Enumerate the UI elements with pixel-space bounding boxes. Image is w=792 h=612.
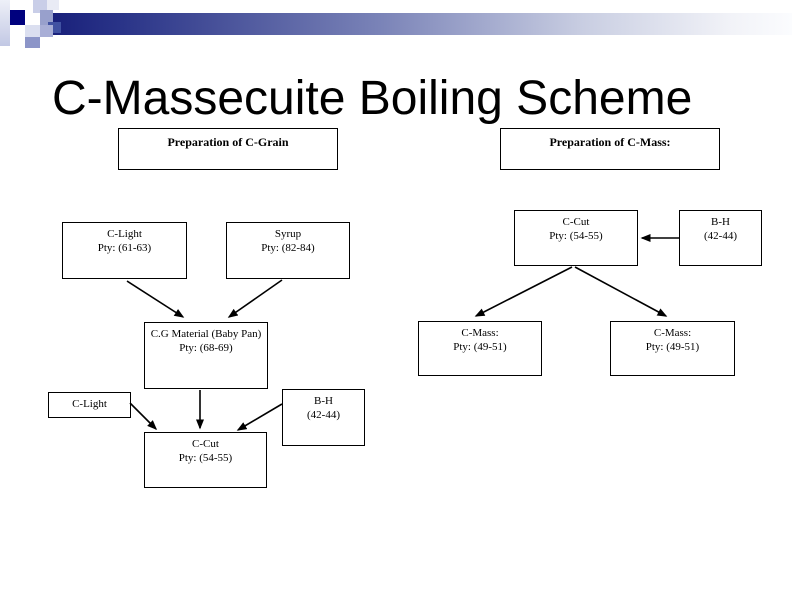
box-label: C-Mass:	[461, 327, 499, 339]
box-sublabel: Pty: (61-63)	[97, 242, 152, 254]
box-label: C.G Material (Baby Pan)	[150, 328, 262, 340]
box-sublabel: (42-44)	[307, 409, 340, 421]
box-bh-right: B-H (42-44)	[679, 210, 762, 266]
box-c-light-bottom: C-Light	[48, 392, 131, 418]
box-label: B-H	[314, 395, 333, 407]
deco-square	[48, 22, 61, 33]
box-c-light-top: C-Light Pty: (61-63)	[62, 222, 187, 279]
deco-banner-bar	[48, 13, 792, 35]
box-label: Preparation of C-Mass:	[549, 135, 671, 149]
box-label: C-Light	[107, 228, 142, 240]
arrow-ccut-to-cmass-left	[474, 266, 573, 317]
box-label: Syrup	[274, 228, 302, 240]
arrow-syrup-to-cgmaterial	[227, 279, 283, 318]
box-bh-bottom: B-H (42-44)	[282, 389, 365, 446]
box-sublabel: Pty: (54-55)	[549, 230, 603, 242]
arrow-ccut-to-cmass-right	[574, 266, 668, 317]
slide-title: C-Massecuite Boiling Scheme	[52, 72, 693, 125]
box-label: B-H	[711, 216, 730, 228]
box-prep-c-grain: Preparation of C-Grain	[118, 128, 338, 170]
box-label: Preparation of C-Grain	[167, 135, 289, 149]
box-sublabel: Pty: (54-55)	[178, 452, 233, 464]
box-c-cut-right: C-Cut Pty: (54-55)	[514, 210, 638, 266]
arrow-bh-bottom-to-ccut-bottom	[236, 403, 283, 431]
arrow-clight-bottom-to-ccut-bottom	[129, 402, 158, 431]
deco-square	[33, 0, 47, 13]
box-c-cut-bottom: C-Cut Pty: (54-55)	[144, 432, 267, 488]
box-cg-material: C.G Material (Baby Pan) Pty: (68-69)	[144, 322, 268, 389]
deco-left-strip	[0, 0, 10, 46]
deco-square	[40, 10, 53, 25]
deco-square	[25, 37, 40, 48]
box-sublabel: Pty: (82-84)	[261, 242, 315, 254]
deco-square	[40, 25, 53, 37]
box-prep-c-mass: Preparation of C-Mass:	[500, 128, 720, 170]
box-sublabel: Pty: (49-51)	[453, 341, 507, 353]
box-label: C-Mass:	[653, 327, 692, 339]
deco-square	[10, 10, 25, 25]
box-c-mass-left: C-Mass: Pty: (49-51)	[418, 321, 542, 376]
box-syrup: Syrup Pty: (82-84)	[226, 222, 350, 279]
deco-square	[47, 0, 59, 10]
box-label: C-Light	[72, 398, 107, 410]
deco-square	[25, 25, 40, 37]
box-sublabel: Pty: (68-69)	[179, 342, 233, 354]
box-label: C-Cut	[192, 438, 219, 450]
box-sublabel: (42-44)	[704, 230, 737, 242]
arrow-clight-to-cgmaterial	[126, 280, 185, 318]
box-sublabel: Pty: (49-51)	[645, 341, 700, 353]
box-c-mass-right: C-Mass: Pty: (49-51)	[610, 321, 735, 376]
box-label: C-Cut	[562, 216, 590, 228]
